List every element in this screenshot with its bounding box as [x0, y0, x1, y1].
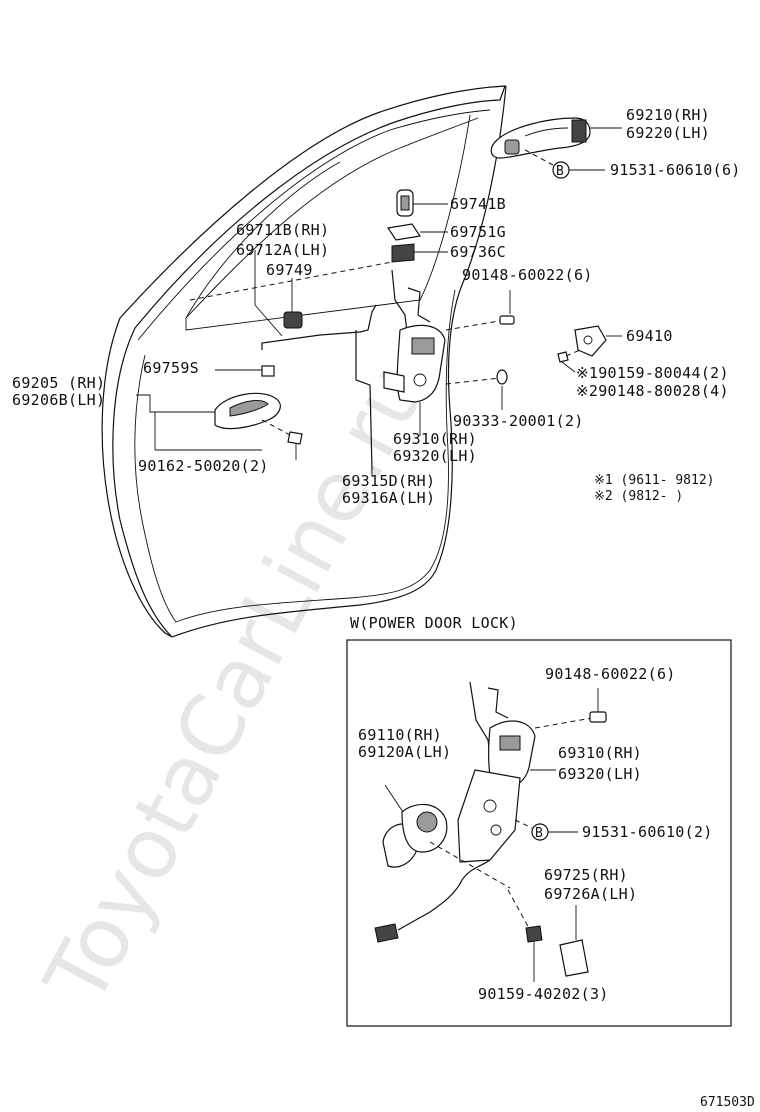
outside-door-handle	[490, 117, 622, 159]
label-69749: 69749	[266, 261, 313, 279]
door-lock-motor	[374, 784, 511, 943]
label-90148-6a: 90148-60022(6)	[462, 266, 593, 284]
lock-cylinder-parts	[189, 189, 448, 301]
label-69726: 69726A(LH)	[544, 885, 637, 903]
label-69725: 69725(RH)	[544, 866, 628, 884]
label-69110: 69110(RH)	[358, 726, 442, 744]
label-69205: 69205 (RH)	[12, 374, 105, 392]
label-90148-6b: 90148-60022(6)	[545, 665, 676, 683]
label-69410: 69410	[626, 327, 673, 345]
part-labels: 69210(RH) 69220(LH) 91531-60610(6) 69741…	[12, 106, 755, 1110]
label-69220: 69220(LH)	[626, 124, 710, 142]
label-69320a: 69320(LH)	[393, 447, 477, 465]
label-90162: 90162-50020(2)	[138, 457, 269, 475]
b-badge-text: B	[556, 164, 564, 179]
label-69711: 69711B(RH)	[236, 221, 329, 239]
label-69712: 69712A(LH)	[236, 241, 329, 259]
label-69206: 69206B(LH)	[12, 391, 105, 409]
power-door-lock-inset-frame	[346, 639, 732, 1027]
inside-door-handle	[136, 392, 303, 460]
label-69310a: 69310(RH)	[393, 430, 477, 448]
figure-code: 671503D	[700, 1095, 755, 1110]
label-69751: 69751G	[450, 223, 506, 241]
label-69310b: 69310(RH)	[558, 744, 642, 762]
label-90333: 90333-20001(2)	[453, 412, 584, 430]
label-69210: 69210(RH)	[626, 106, 710, 124]
door-lock-assembly	[383, 269, 515, 432]
label-90148-80028: ※290148-80028(4)	[576, 382, 729, 400]
power-lock-assembly	[457, 681, 607, 863]
note-2: ※2 (9812- )	[594, 489, 683, 504]
label-91531-2: 91531-60610(2)	[582, 823, 713, 841]
label-91531-6: 91531-60610(6)	[610, 161, 741, 179]
note-1: ※1 (9611- 9812)	[594, 473, 714, 488]
watermark: ToyotaCarLine.ru	[26, 348, 445, 1020]
label-69736: 69736C	[450, 243, 506, 261]
inset-title: W(POWER DOOR LOCK)	[350, 614, 518, 632]
label-90159-40202: 90159-40202(3)	[478, 985, 609, 1003]
door-outline	[101, 85, 507, 638]
label-69741: 69741B	[450, 195, 506, 213]
label-69120: 69120A(LH)	[358, 743, 451, 761]
label-69315: 69315D(RH)	[342, 472, 435, 490]
label-69759: 69759S	[143, 359, 199, 377]
inset-screw-and-cover	[507, 889, 589, 982]
lock-rods	[215, 250, 377, 471]
door-lock-striker	[557, 325, 622, 373]
label-90159-80044: ※190159-80044(2)	[576, 364, 729, 382]
label-69316: 69316A(LH)	[342, 489, 435, 507]
label-69320b: 69320(LH)	[558, 765, 642, 783]
b-badge-text-inset: B	[535, 826, 543, 841]
